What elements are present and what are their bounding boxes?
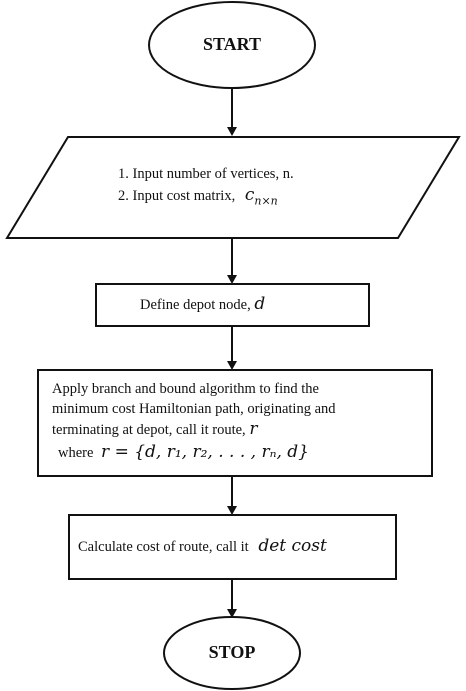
arrowhead-cost [227, 506, 237, 515]
input-step-line2: 2. Input cost matrix, cn×n [118, 185, 278, 211]
arrowhead-input [227, 127, 237, 136]
algorithm-step-line3-text: terminating at depot, call it route, [52, 422, 246, 438]
route-symbol: r [249, 419, 258, 439]
cost-step-text: Calculate cost of route, call it [78, 539, 249, 555]
algorithm-step-line4: where r = {d, r₁, r₂, . . . , rₙ, d} [58, 442, 309, 463]
arrowhead-depot [227, 275, 237, 284]
input-parallelogram [5, 136, 461, 239]
depot-symbol: d [254, 294, 266, 314]
algorithm-step-line4-text: where [58, 445, 94, 461]
cost-matrix-base: c [244, 185, 255, 205]
stop-terminal [163, 616, 301, 690]
cost-step-label: Calculate cost of route, call it det cos… [78, 536, 327, 557]
cost-matrix-subscript: n×n [254, 194, 278, 208]
depot-step-text: Define depot node, [140, 297, 251, 313]
route-definition: r = {d, r₁, r₂, . . . , rₙ, d} [101, 442, 309, 462]
algorithm-step-line1: Apply branch and bound algorithm to find… [52, 381, 319, 397]
input-step-line1: 1. Input number of vertices, n. [118, 166, 294, 182]
cost-process-box [68, 514, 397, 580]
algorithm-process-box [37, 369, 433, 477]
depot-process-box [95, 283, 370, 327]
stop-label: STOP [208, 642, 256, 662]
algorithm-step-line3: terminating at depot, call it route, r [52, 419, 257, 440]
cost-matrix-symbol: cn×n [244, 185, 278, 208]
det-cost-symbol: det cost [258, 536, 327, 556]
arrowhead-stop [227, 609, 237, 618]
algorithm-step-line2: minimum cost Hamiltonian path, originati… [52, 401, 336, 417]
start-label: START [202, 34, 262, 54]
depot-step-label: Define depot node, d [140, 294, 265, 315]
input-step-line2-text: 2. Input cost matrix, [118, 188, 236, 204]
arrowhead-algorithm [227, 361, 237, 370]
